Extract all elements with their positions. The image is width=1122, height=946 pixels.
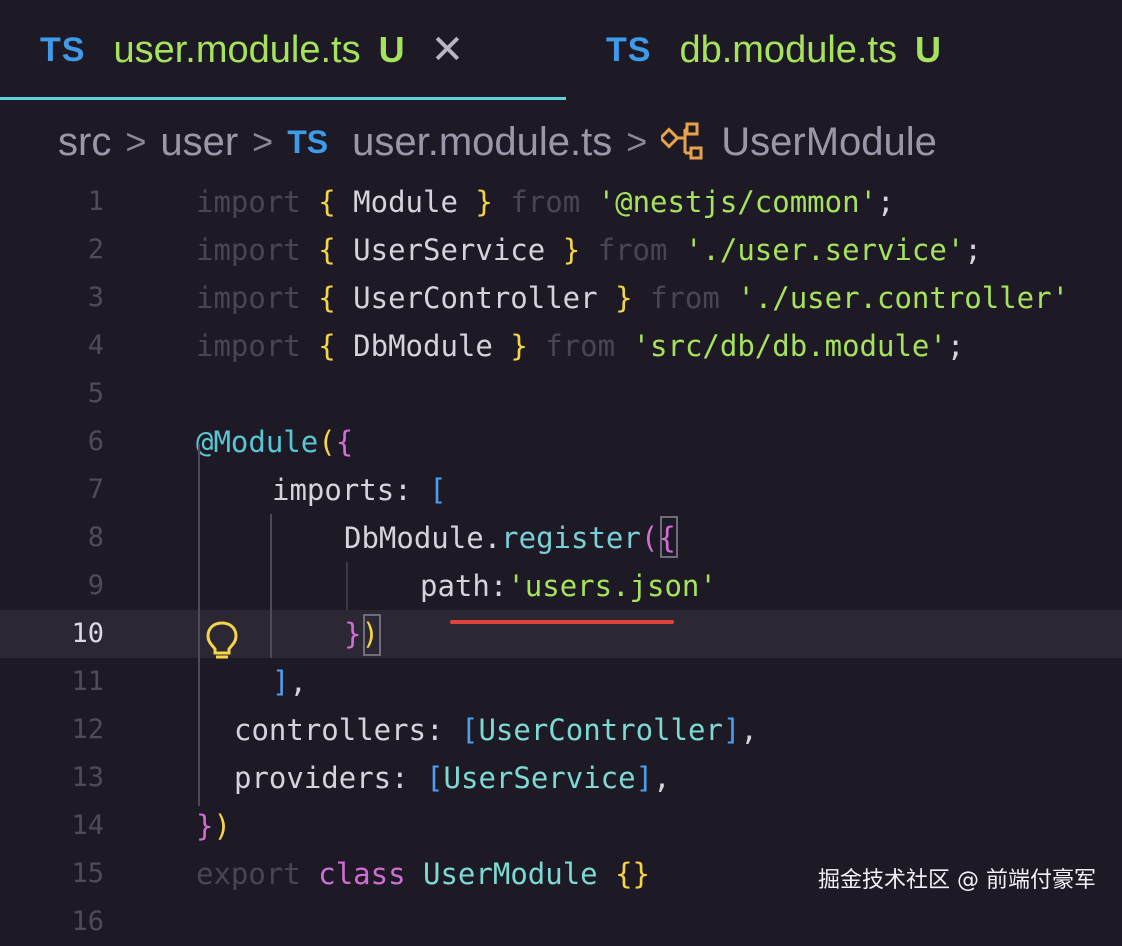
line-content: import { Module } from '@nestjs/common'; <box>196 185 895 219</box>
line-number: 15 <box>71 858 104 889</box>
line-content: DbModule.register({ <box>344 521 676 555</box>
line-content: }) <box>344 617 379 651</box>
code-editor[interactable]: 1 import { Module } from '@nestjs/common… <box>0 178 1122 937</box>
line-content: providers: [UserService], <box>234 761 671 795</box>
line-content: @Module({ <box>196 425 354 459</box>
breadcrumb-item-file[interactable]: user.module.ts <box>352 119 613 164</box>
code-line[interactable]: 1 import { Module } from '@nestjs/common… <box>0 178 1122 226</box>
line-number: 4 <box>87 330 104 361</box>
line-number: 12 <box>71 714 104 745</box>
code-line[interactable]: 8 DbModule.register({ <box>0 514 1122 562</box>
breadcrumb-item-src[interactable]: src <box>58 119 112 164</box>
code-line[interactable]: 7 imports: [ <box>0 466 1122 514</box>
untracked-status-badge: U <box>915 29 942 70</box>
error-underline <box>450 620 674 624</box>
code-line[interactable]: 12 controllers: [UserController], <box>0 706 1122 754</box>
line-content: export class UserModule {} <box>196 857 651 891</box>
code-line[interactable]: 2 import { UserService } from './user.se… <box>0 226 1122 274</box>
tab-filename: user.module.ts <box>113 28 361 71</box>
bracket-match-highlight <box>660 516 678 558</box>
line-content: imports: [ <box>272 473 447 507</box>
code-line[interactable]: 9 path:'users.json' <box>0 562 1122 610</box>
typescript-file-icon: TS <box>287 123 329 160</box>
untracked-status-badge: U <box>378 29 405 70</box>
chevron-right-icon: > <box>252 121 274 162</box>
line-number: 16 <box>71 906 104 937</box>
breadcrumb: src > user > TS user.module.ts > UserMod… <box>58 112 937 172</box>
line-number: 9 <box>87 570 104 601</box>
chevron-right-icon: > <box>626 121 648 162</box>
code-line[interactable]: 3 import { UserController } from './user… <box>0 274 1122 322</box>
indent-guide <box>198 444 200 806</box>
line-number: 6 <box>87 426 104 457</box>
tab-filename: db.module.ts <box>679 28 898 71</box>
code-line[interactable]: 16 <box>0 898 1122 946</box>
close-icon[interactable]: ✕ <box>430 28 465 72</box>
line-number: 13 <box>71 762 104 793</box>
line-number: 8 <box>87 522 104 553</box>
line-content: import { UserController } from './user.c… <box>196 281 1070 315</box>
line-content: path:'users.json' <box>420 569 717 603</box>
lightbulb-icon[interactable] <box>204 620 240 662</box>
line-number: 14 <box>71 810 104 841</box>
bracket-match-highlight <box>363 614 381 656</box>
code-line-current[interactable]: 10 }) <box>0 610 1122 658</box>
line-content: controllers: [UserController], <box>234 713 758 747</box>
code-line[interactable]: 6 @Module({ <box>0 418 1122 466</box>
editor-tab-bar: TS user.module.ts U ✕ TS db.module.ts U <box>0 0 1122 100</box>
chevron-right-icon: > <box>125 121 147 162</box>
line-content: import { UserService } from './user.serv… <box>196 233 982 267</box>
code-line[interactable]: 14 }) <box>0 802 1122 850</box>
code-line[interactable]: 15 export class UserModule {} <box>0 850 1122 898</box>
watermark-text: 掘金技术社区 @ 前端付豪军 <box>818 868 1096 893</box>
code-line[interactable]: 11 ], <box>0 658 1122 706</box>
line-number: 10 <box>71 618 104 649</box>
indent-guide <box>270 514 272 658</box>
tab-db-module[interactable]: TS db.module.ts U <box>606 0 941 100</box>
code-line[interactable]: 13 providers: [UserService], <box>0 754 1122 802</box>
line-content: ], <box>272 665 307 699</box>
line-content: import { DbModule } from 'src/db/db.modu… <box>196 329 965 363</box>
module-symbol-icon <box>661 122 703 160</box>
indent-guide <box>346 562 348 610</box>
line-number: 2 <box>87 234 104 265</box>
line-number: 5 <box>87 378 104 409</box>
typescript-file-icon: TS <box>606 30 652 69</box>
tab-user-module[interactable]: TS user.module.ts U ✕ <box>0 0 566 100</box>
breadcrumb-item-user[interactable]: user <box>160 119 239 164</box>
typescript-file-icon: TS <box>40 30 86 69</box>
code-line[interactable]: 4 import { DbModule } from 'src/db/db.mo… <box>0 322 1122 370</box>
line-number: 11 <box>71 666 104 697</box>
breadcrumb-item-symbol[interactable]: UserModule <box>721 119 937 164</box>
line-number: 3 <box>87 282 104 313</box>
line-content: }) <box>196 809 231 843</box>
line-number: 1 <box>87 186 104 217</box>
code-line[interactable]: 5 <box>0 370 1122 418</box>
line-number: 7 <box>87 474 104 505</box>
